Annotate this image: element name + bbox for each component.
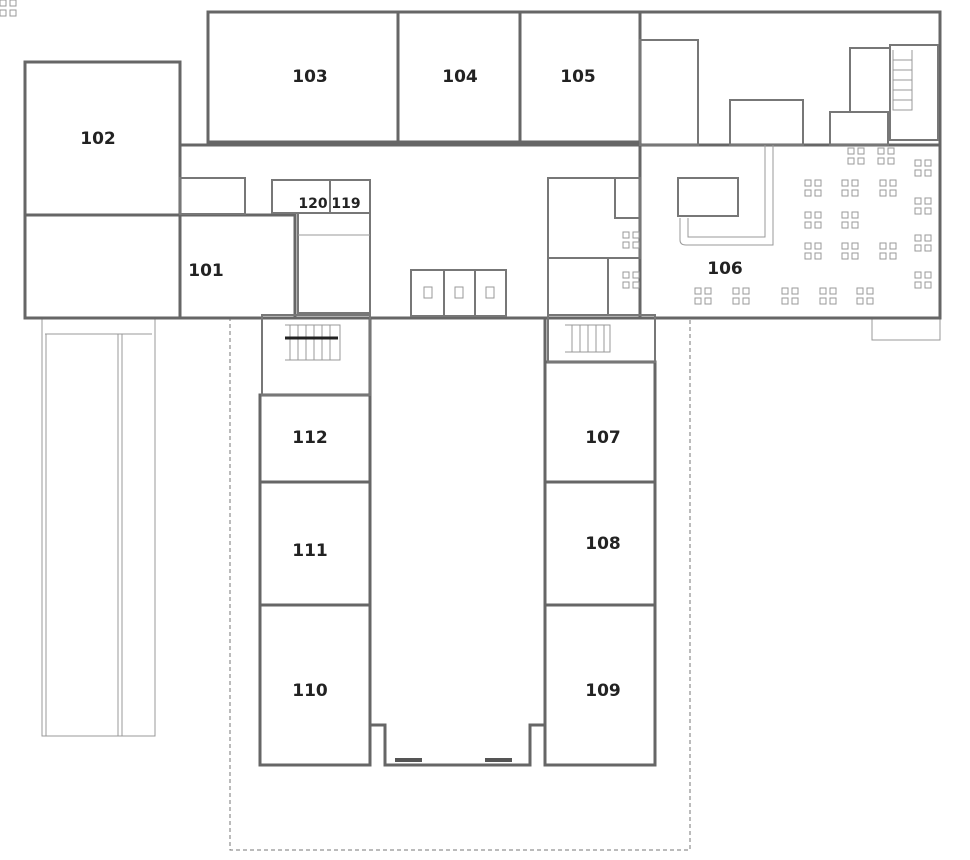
stair-east — [547, 314, 656, 363]
room-label-104: 104 — [442, 67, 478, 87]
room-101[interactable] — [23, 213, 297, 320]
room-112[interactable] — [258, 393, 372, 484]
room-label-109: 109 — [585, 681, 621, 701]
service-area — [638, 10, 942, 147]
room-105[interactable] — [518, 10, 642, 144]
room-label-102: 102 — [80, 129, 116, 149]
room-106[interactable] — [638, 143, 942, 320]
room-label-119: 119 — [331, 196, 360, 212]
exterior-annex — [871, 318, 941, 341]
room-107[interactable] — [543, 360, 657, 484]
room-label-112: 112 — [292, 428, 328, 448]
covered-walkway — [41, 317, 156, 737]
serving-counter — [679, 145, 774, 246]
stair-northeast — [889, 44, 939, 141]
room-label-107: 107 — [585, 428, 621, 448]
room-label-106: 106 — [707, 259, 743, 279]
stair-west — [261, 314, 371, 396]
room-label-105: 105 — [560, 67, 596, 87]
dining-tables — [0, 0, 932, 305]
room-104[interactable] — [396, 10, 522, 144]
room-label-120: 120 — [298, 196, 327, 212]
restroom-core-east — [639, 39, 891, 217]
room-102[interactable] — [23, 60, 182, 217]
room-label-110: 110 — [292, 681, 328, 701]
restroom-core-west — [179, 177, 371, 314]
room-label-103: 103 — [292, 67, 328, 87]
room-label-108: 108 — [585, 534, 621, 554]
site-boundary — [229, 317, 691, 851]
room-108[interactable] — [543, 480, 657, 607]
elevators — [410, 269, 507, 317]
room-label-101: 101 — [188, 261, 224, 281]
service-rooms-east — [547, 177, 641, 316]
room-label-111: 111 — [292, 541, 328, 561]
room-111[interactable] — [258, 480, 372, 607]
room-110[interactable] — [258, 603, 372, 767]
south-corridor — [368, 318, 547, 767]
room-109[interactable] — [543, 603, 657, 767]
